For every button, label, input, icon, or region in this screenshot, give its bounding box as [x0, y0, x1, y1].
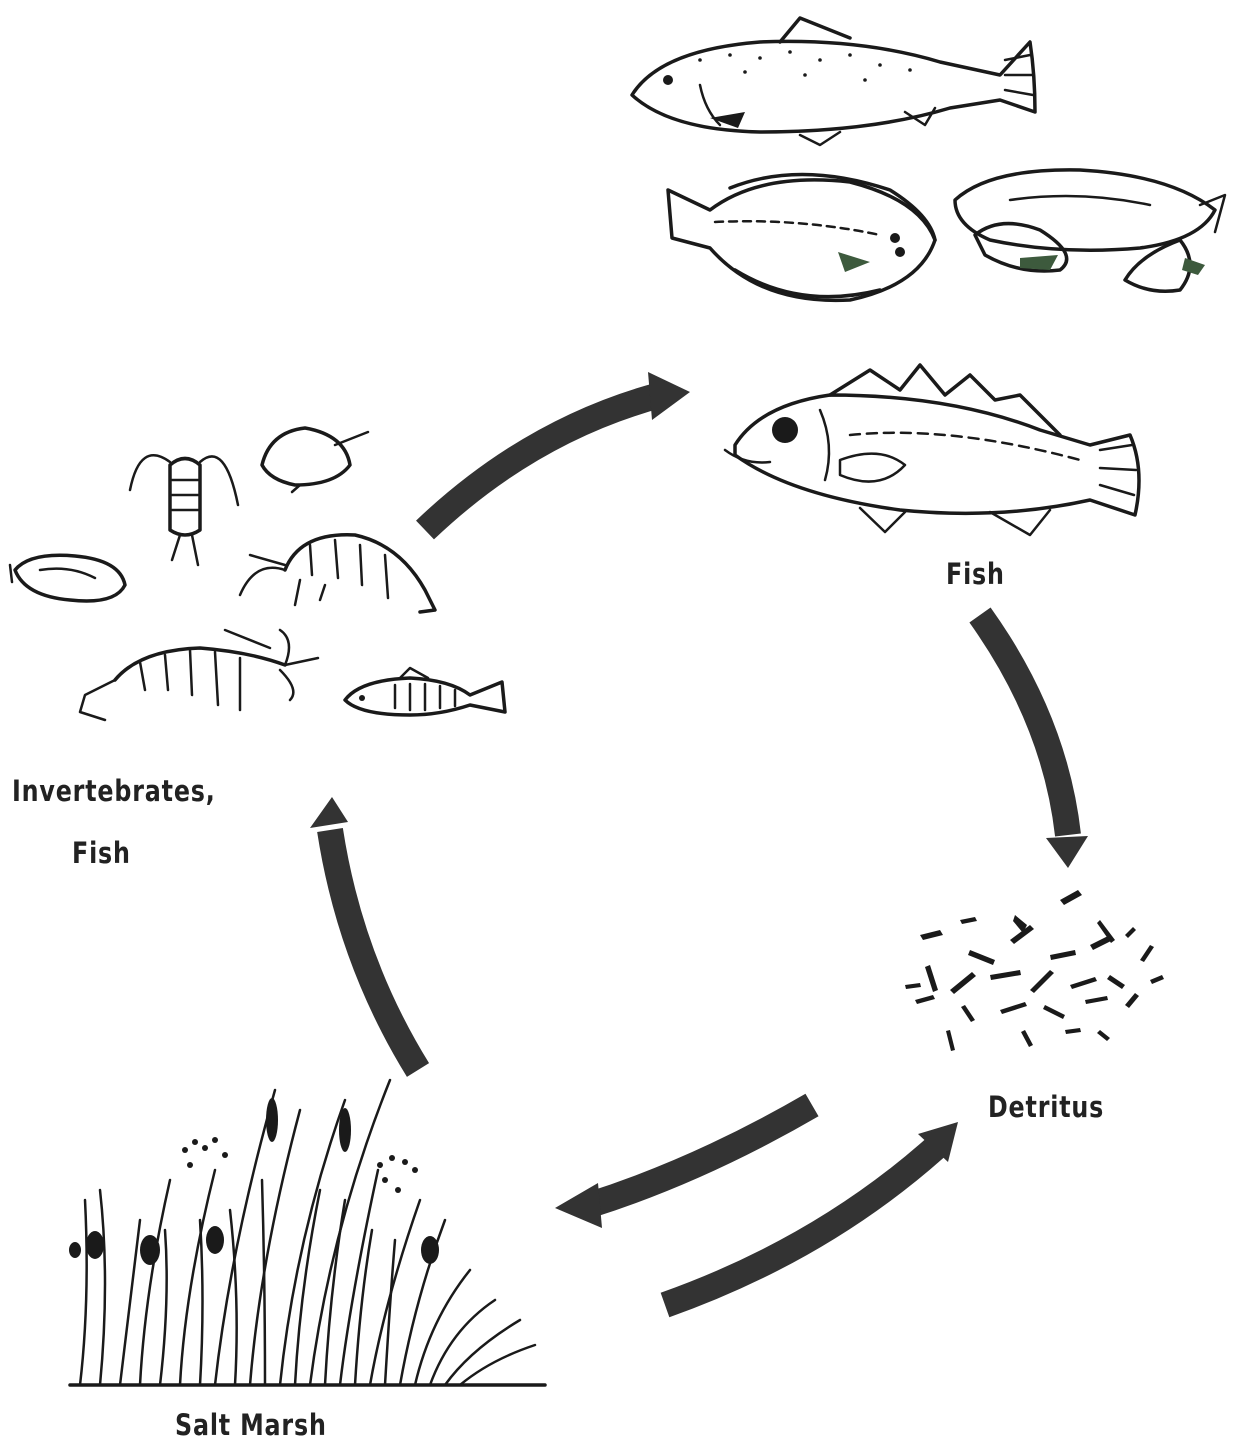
- label-invertebrates-fish: Fish: [72, 836, 131, 870]
- fish-group-top: [632, 18, 1225, 535]
- salmon-illustration: [632, 18, 1035, 145]
- label-fish-top: Fish: [946, 557, 1005, 591]
- small-fish-illustration: [345, 668, 505, 715]
- shrimp-illustration: [240, 535, 435, 612]
- label-invertebrates: Invertebrates,: [12, 774, 216, 808]
- crab-illustration: [955, 170, 1225, 291]
- grass-shrimp-illustration: [80, 630, 318, 720]
- arrow-saltmarsh-to-invertebrates: [310, 797, 418, 1070]
- arrow-invertebrates-to-fish: [425, 372, 690, 530]
- label-detritus: Detritus: [988, 1090, 1104, 1124]
- salt-marsh-illustration: [69, 1080, 545, 1385]
- detritus-illustration: [905, 890, 1164, 1051]
- invertebrates-group: [10, 428, 505, 720]
- copepod-illustration: [130, 455, 238, 565]
- arrow-detritus-to-saltmarsh: [555, 1105, 812, 1228]
- label-salt-marsh: Salt Marsh: [175, 1408, 327, 1442]
- amphipod-illustration: [10, 555, 125, 601]
- arrow-fish-to-detritus: [980, 615, 1088, 868]
- ostracod-illustration: [262, 428, 368, 492]
- flounder-illustration: [668, 174, 935, 300]
- rockfish-illustration: [725, 365, 1139, 535]
